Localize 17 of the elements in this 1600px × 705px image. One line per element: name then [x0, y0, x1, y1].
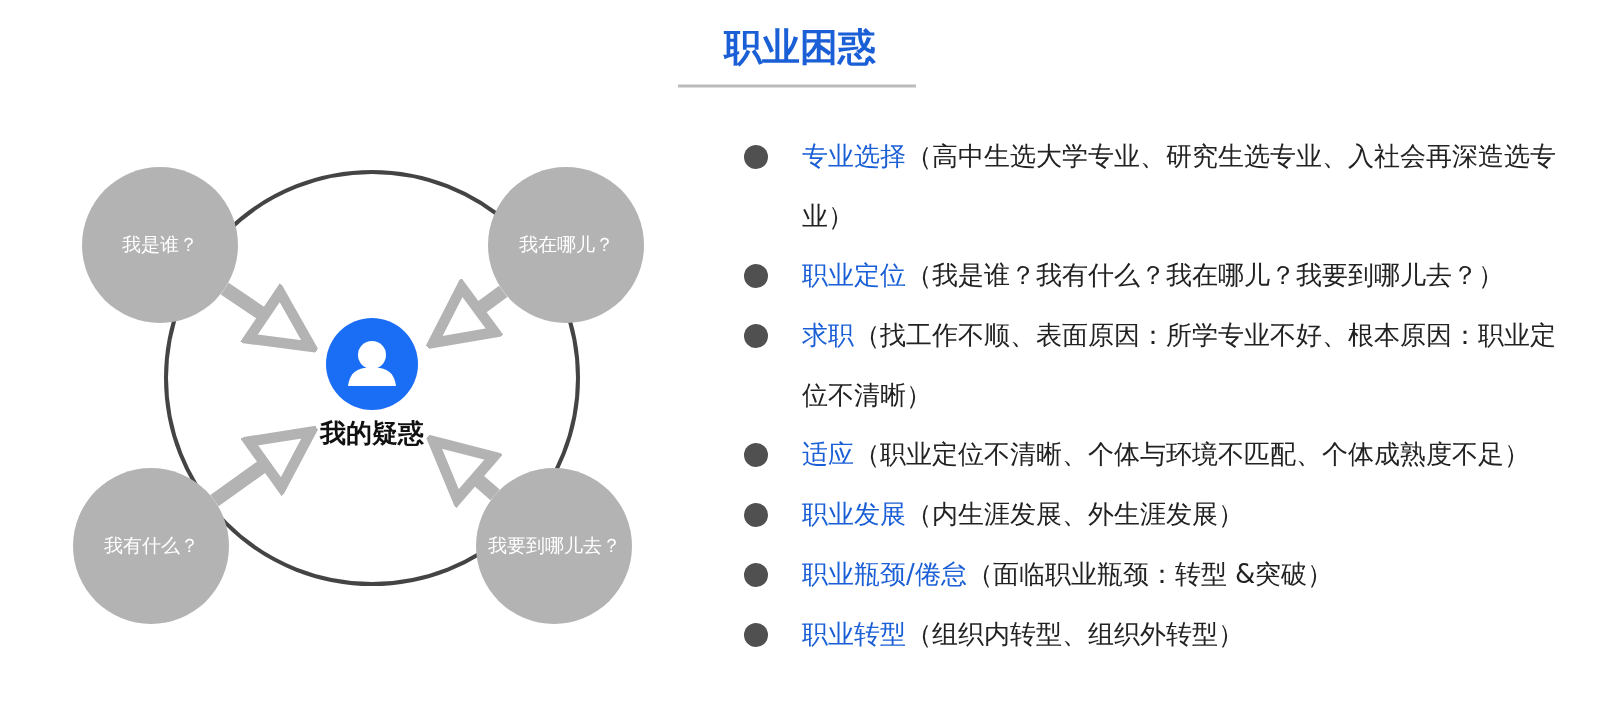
title: 职业困惑 — [724, 25, 876, 69]
list-item: 专业选择（高中生选大学专业、研究生选专业、入社会再深造选专业） — [802, 140, 1557, 233]
question-text: 我是谁？ — [122, 232, 198, 257]
arrow — [220, 282, 317, 352]
list-item: 职业发展（内生涯发展、外生涯发展） — [802, 498, 1245, 531]
question-text: 我有什么？ — [103, 533, 199, 558]
list-item: 职业转型（组织内转型、组织外转型） — [802, 618, 1245, 651]
list-item: 求职（找工作不顺、表面原因：所学专业不好、根本原因：职业定位不清晰） — [802, 319, 1557, 412]
arrow — [427, 281, 508, 349]
question-text: 我要到哪儿去？ — [487, 533, 621, 558]
arrow — [210, 426, 317, 507]
list-item: 职业定位（我是谁？我有什么？我在哪儿？我要到哪儿去？） — [802, 259, 1505, 292]
list-item: 职业瓶颈/倦怠（面临职业瓶颈：转型 &突破） — [802, 558, 1335, 591]
question-text: 我在哪儿？ — [518, 232, 614, 257]
list-item: 适应（职业定位不清晰、个体与环境不匹配、个体成熟度不足） — [802, 438, 1531, 471]
arrow — [428, 435, 500, 505]
center-label: 我的疑惑 — [320, 418, 424, 448]
